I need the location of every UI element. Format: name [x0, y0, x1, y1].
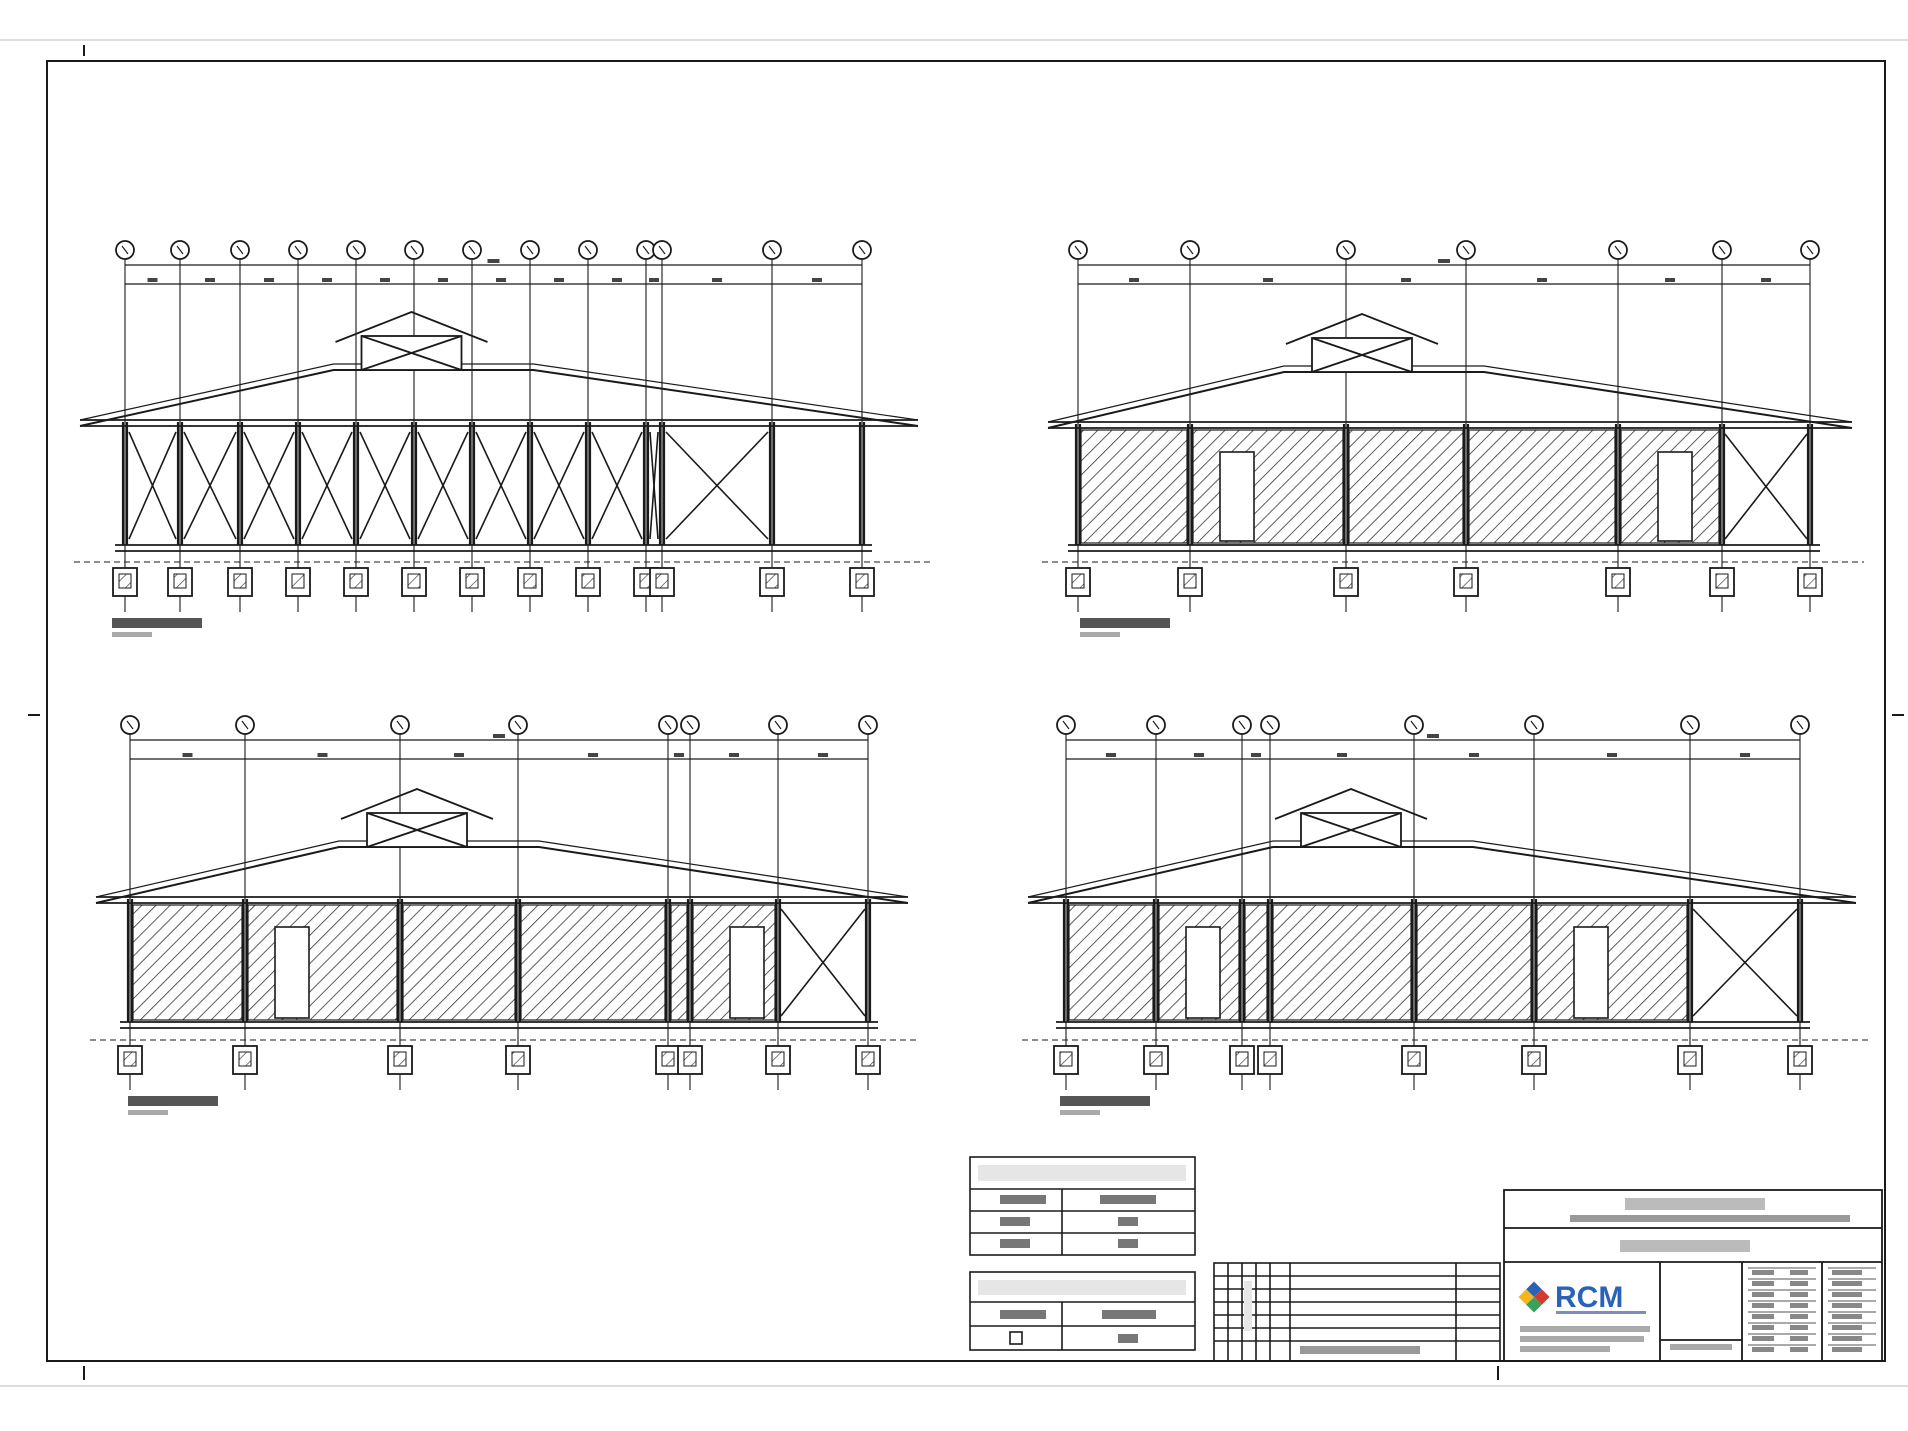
- elevation-1: [74, 240, 930, 637]
- schedule-table-2: [969, 1271, 1196, 1351]
- elevation-title: [128, 1096, 218, 1115]
- column-lines: [121, 259, 866, 612]
- elevation-4: [1022, 715, 1868, 1115]
- footings: [112, 567, 875, 597]
- beam-lines: [90, 896, 920, 1041]
- dimension-lines: [1066, 734, 1800, 760]
- footings: [1053, 1045, 1813, 1075]
- roof-line: [95, 840, 909, 904]
- dimension-lines: [125, 259, 862, 285]
- wall-panels: [1068, 904, 1798, 1021]
- wall-panels: [128, 431, 769, 540]
- column-lines: [1062, 734, 1804, 1090]
- column-lines: [1074, 259, 1814, 612]
- title-block: [1503, 1189, 1883, 1362]
- roof-monitor: [1285, 313, 1439, 373]
- wall-panels: [1080, 429, 1808, 544]
- roof-monitor: [335, 311, 488, 371]
- column-lines: [126, 734, 872, 1090]
- elevation-title: [112, 618, 202, 637]
- roof-monitor: [340, 788, 494, 848]
- beam-lines: [74, 419, 930, 563]
- logo-text: RCM: [1555, 1281, 1623, 1314]
- beam-lines: [1022, 896, 1868, 1041]
- elevation-title: [1080, 618, 1170, 637]
- dimension-lines: [130, 734, 868, 760]
- dimension-lines: [1078, 259, 1810, 285]
- roof-monitor: [1274, 788, 1428, 848]
- door-openings: [1219, 451, 1693, 542]
- elevation-2: [1042, 240, 1864, 637]
- elevation-3: [90, 715, 920, 1115]
- schedule-table-1: [969, 1156, 1196, 1256]
- revision-table: [1213, 1262, 1501, 1362]
- company-logo: RCM: [1518, 1281, 1646, 1314]
- grid-bubbles: [115, 240, 872, 260]
- footings: [1065, 567, 1823, 597]
- roof-line: [1027, 840, 1857, 904]
- door-openings: [1185, 926, 1609, 1019]
- footings: [117, 1045, 881, 1075]
- door-openings: [274, 926, 765, 1019]
- grid-bubbles: [1056, 715, 1810, 735]
- roof-line: [79, 363, 919, 427]
- elevation-title: [1060, 1096, 1150, 1115]
- elevations-group: [74, 240, 1868, 1115]
- grid-bubbles: [120, 715, 878, 735]
- grid-bubbles: [1068, 240, 1820, 260]
- sheet-border: [0, 39, 1908, 1387]
- wall-panels: [132, 904, 866, 1021]
- beam-lines: [1042, 421, 1864, 563]
- roof-line: [1047, 365, 1853, 429]
